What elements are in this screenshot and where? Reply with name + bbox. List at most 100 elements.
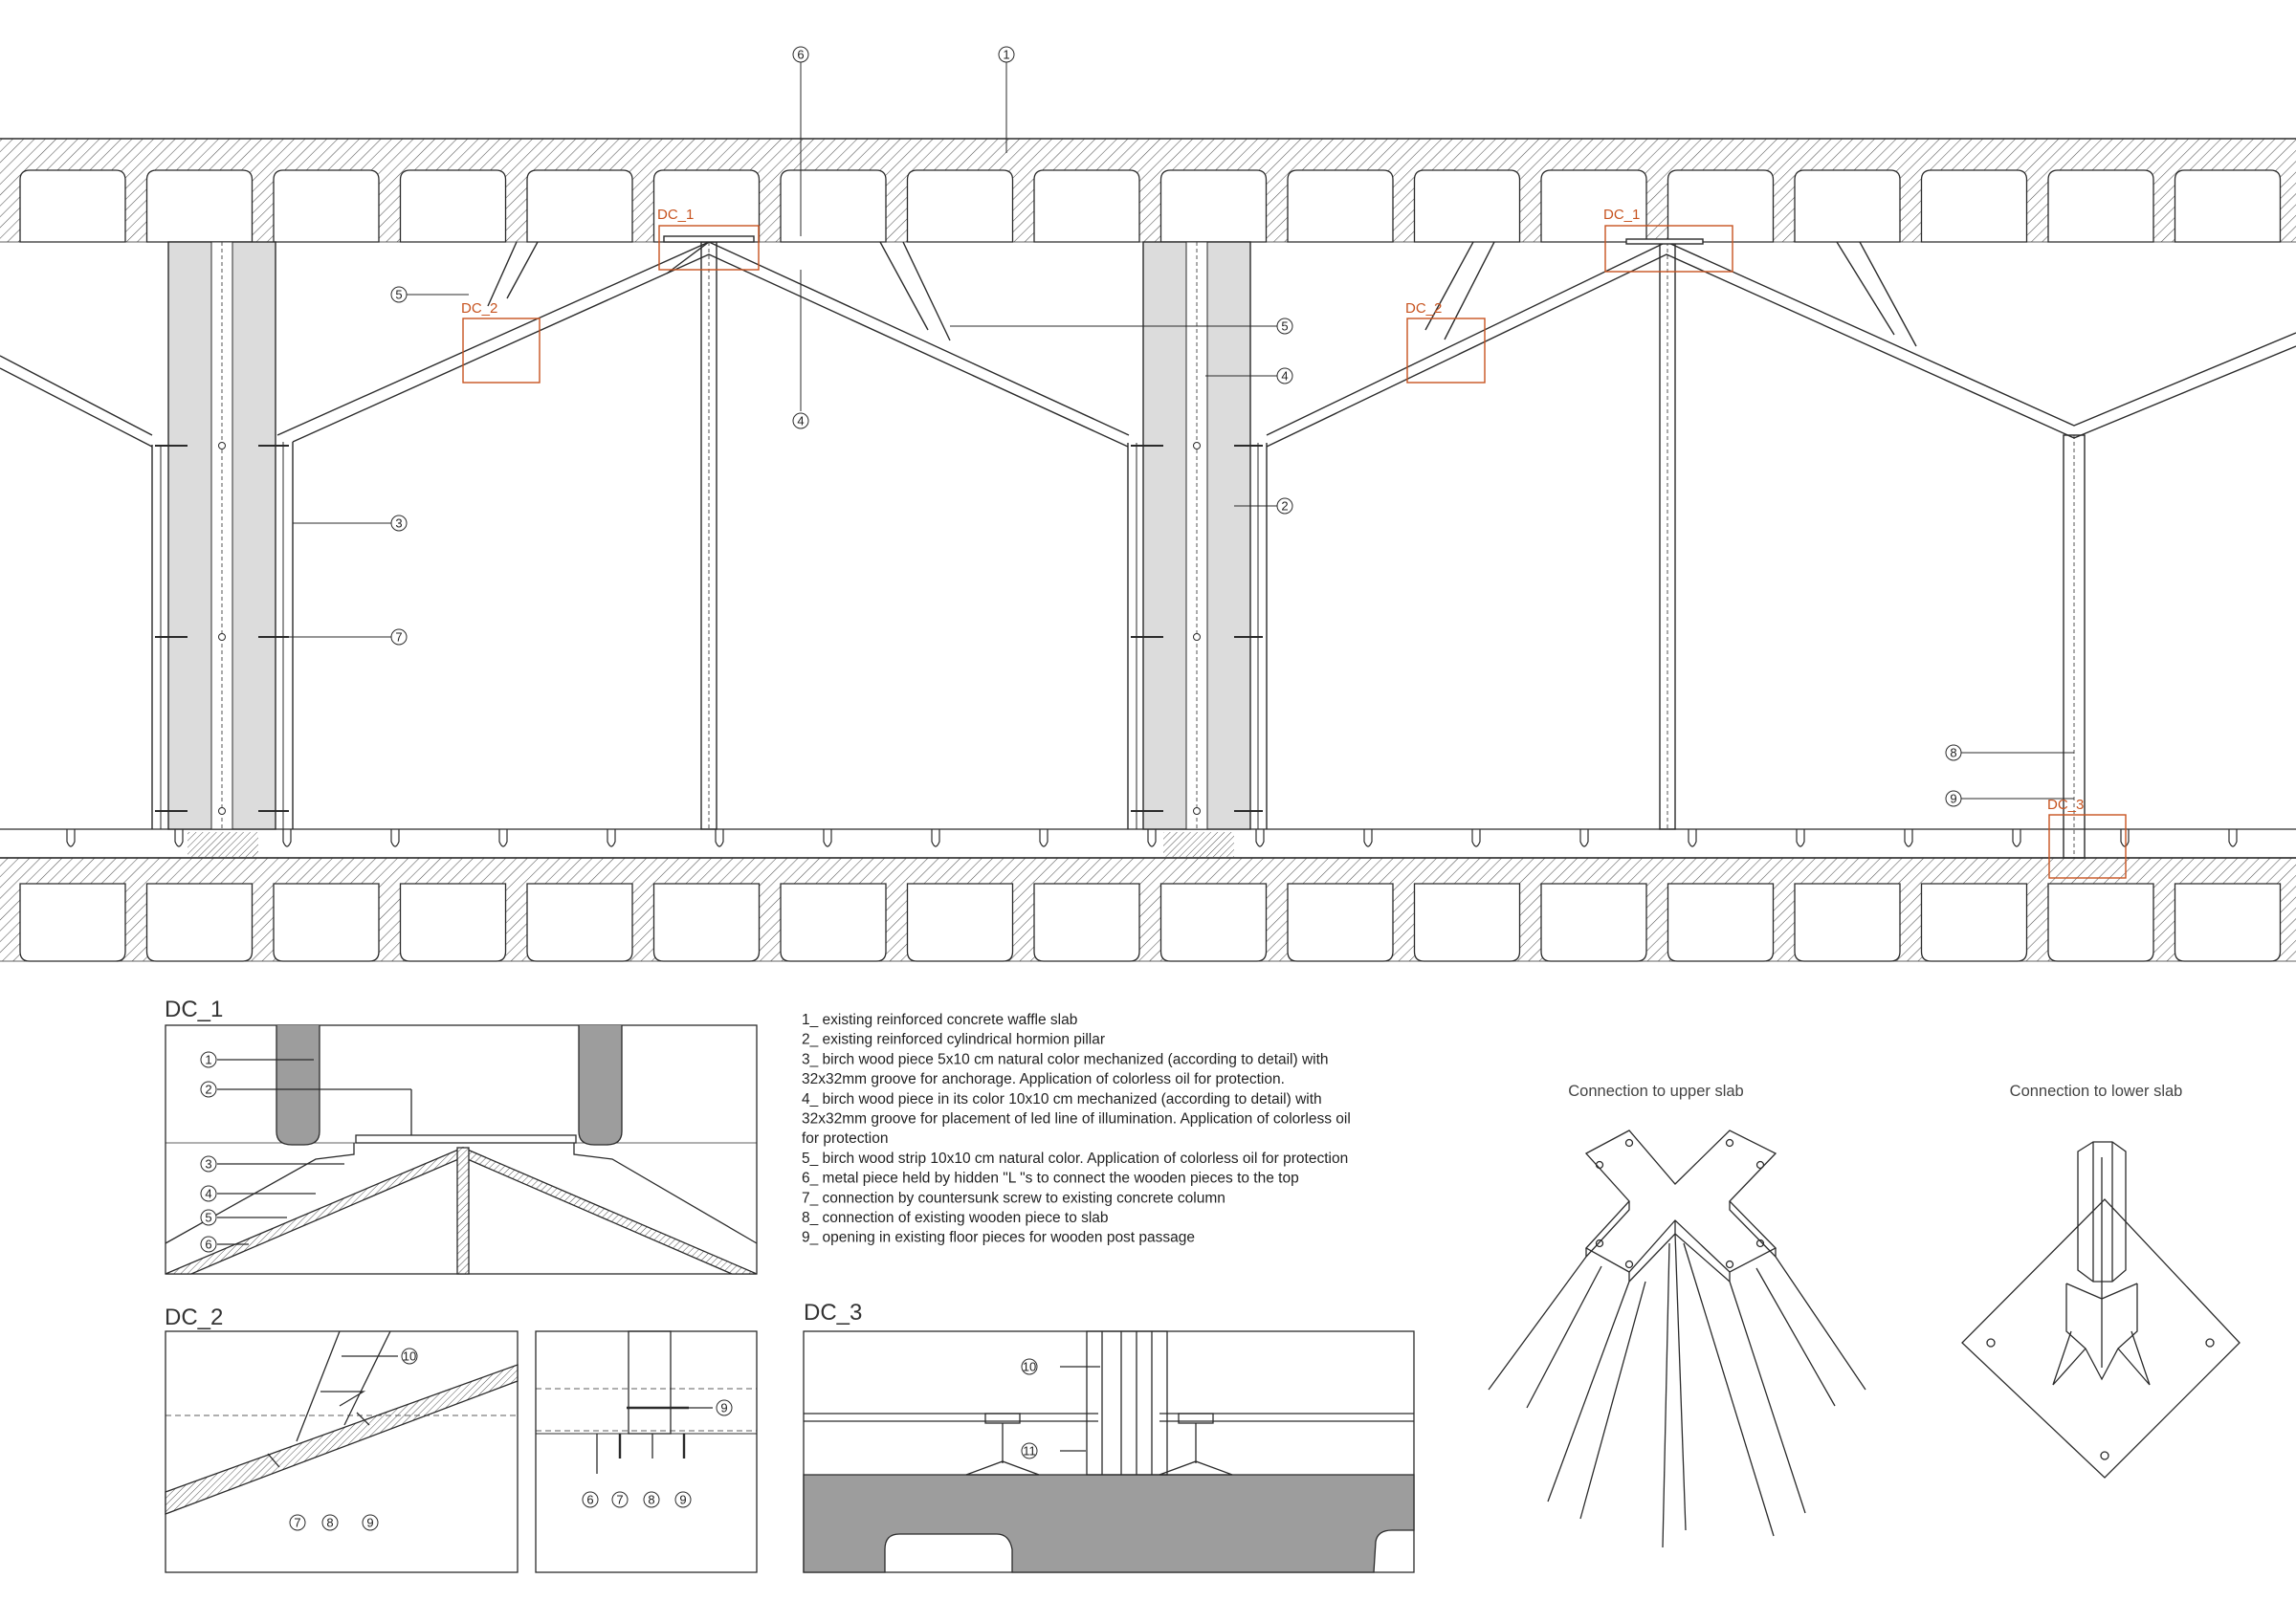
callout-bubble [792,46,809,63]
callout-bubble [1945,744,1962,761]
callout-number: 7 [294,1516,300,1530]
caption-upper-connection: Connection to upper slab [1568,1083,1743,1100]
callout-number: 8 [648,1493,654,1507]
detail-box-dc2-b[interactable] [1406,318,1486,384]
callout-number: 3 [205,1157,211,1172]
detail-box-dc1-a[interactable] [658,225,760,271]
detail-dc1 [165,1024,758,1275]
concrete-pillar-left [151,241,294,830]
callout-bubble [390,515,408,532]
callout-number: 7 [616,1493,623,1507]
callout-bubble [998,46,1015,63]
legend-line: 2_ existing reinforced cylindrical hormi… [802,1032,1105,1048]
callout-number: 5 [395,288,402,302]
callout-bubble [611,1491,629,1508]
callout-number: 2 [205,1083,211,1097]
callout-bubble [1276,367,1293,384]
callout-bubble [200,1051,217,1068]
callout-bubble [1276,497,1293,515]
callout-number: 11 [1023,1444,1036,1459]
callout-bubble [1021,1358,1038,1375]
callout-bubble [289,1514,306,1531]
callout-number: 1 [1003,48,1009,62]
legend-line: 32x32mm groove for anchorage. Applicatio… [802,1071,1285,1087]
callout-number: 4 [205,1187,211,1201]
legend-line: 1_ existing reinforced concrete waffle s… [802,1012,1077,1028]
callout-bubble [643,1491,660,1508]
callout-number: 4 [797,414,804,428]
callout-number: 6 [797,48,804,62]
callout-number: 6 [586,1493,593,1507]
wooden-frame-structure [0,235,2296,859]
detail-markers [462,225,2127,879]
dc2-title: DC_2 [165,1305,223,1330]
lower-waffle-slab [0,857,2296,962]
legend-line: 9_ opening in existing floor pieces for … [802,1230,1195,1246]
callout-number: 9 [366,1516,373,1530]
callout-number: 3 [395,516,402,531]
callout-number: 6 [205,1238,211,1252]
upper-waffle-slab [0,138,2296,243]
callout-bubble [716,1399,733,1416]
tag-dc2-b: DC_2 [1405,300,1442,317]
callout-bubble [200,1209,217,1226]
callout-number: 10 [1023,1360,1036,1374]
callout-number: 5 [205,1211,211,1225]
detail-box-dc2-a[interactable] [462,318,541,384]
tag-dc3: DC_3 [2047,797,2084,813]
dc3-title: DC_3 [804,1300,862,1326]
legend-line: 8_ connection of existing wooden piece t… [802,1210,1109,1226]
legend-line: 32x32mm groove for placement of led line… [802,1111,1351,1128]
lower-connection-axonometric [1961,1141,2241,1479]
concrete-pillar-center [1127,241,1268,830]
dc1-title: DC_1 [165,997,223,1022]
elevation-callouts: 6 1 4 5 5 4 2 3 7 8 9 [390,46,1962,807]
callout-number: 8 [1950,746,1956,760]
callout-bubble [390,286,408,303]
callout-bubble [582,1491,599,1508]
tag-dc2-a: DC_2 [461,300,497,317]
detail-dc3 [803,1330,1415,1573]
callout-number: 7 [395,630,402,645]
detail-box-dc1-b[interactable] [1604,225,1733,273]
callout-number: 2 [1281,499,1288,514]
callout-bubble [200,1081,217,1098]
dc1-callouts: 1 2 3 4 5 6 [200,1051,217,1253]
legend-line: 5_ birch wood strip 10x10 cm natural col… [802,1151,1348,1167]
dc3-callouts: 10 11 [1021,1358,1038,1459]
callout-bubble [674,1491,692,1508]
callout-bubble [362,1514,379,1531]
caption-lower-connection: Connection to lower slab [2010,1083,2183,1100]
callout-number: 4 [1281,369,1288,384]
callout-bubble [1276,318,1293,335]
callout-bubble [1021,1442,1038,1459]
detail-box-dc3[interactable] [2048,814,2127,879]
legend-line: for protection [802,1130,888,1147]
callout-bubble [401,1348,418,1365]
callout-number: 5 [1281,319,1288,334]
callout-bubble [200,1155,217,1173]
callout-number: 10 [403,1349,416,1364]
tag-dc1-a: DC_1 [657,207,694,223]
legend-line: 7_ connection by countersunk screw to ex… [802,1190,1225,1206]
callout-bubble [200,1236,217,1253]
legend-line: 4_ birch wood piece in its color 10x10 c… [802,1091,1322,1108]
callout-bubble [792,412,809,429]
callout-bubble [390,628,408,646]
legend-line: 6_ metal piece held by hidden "L "s to c… [802,1171,1299,1187]
legend: 1_ existing reinforced concrete waffle s… [802,1012,1351,1246]
callout-bubble [200,1185,217,1202]
callout-number: 9 [720,1401,727,1415]
callout-bubble [321,1514,339,1531]
detail-dc2 [165,1330,758,1573]
callout-number: 9 [679,1493,686,1507]
callout-number: 1 [205,1053,211,1067]
callout-number: 8 [326,1516,333,1530]
raised-floor-pieces [0,828,2296,859]
elevation-leaders [258,62,2074,800]
dc2-callouts: 10 7 8 9 9 6 7 8 9 [289,1348,733,1531]
callout-number: 9 [1950,792,1956,806]
upper-connection-axonometric [1488,1130,1866,1548]
callout-bubble [1945,790,1962,807]
